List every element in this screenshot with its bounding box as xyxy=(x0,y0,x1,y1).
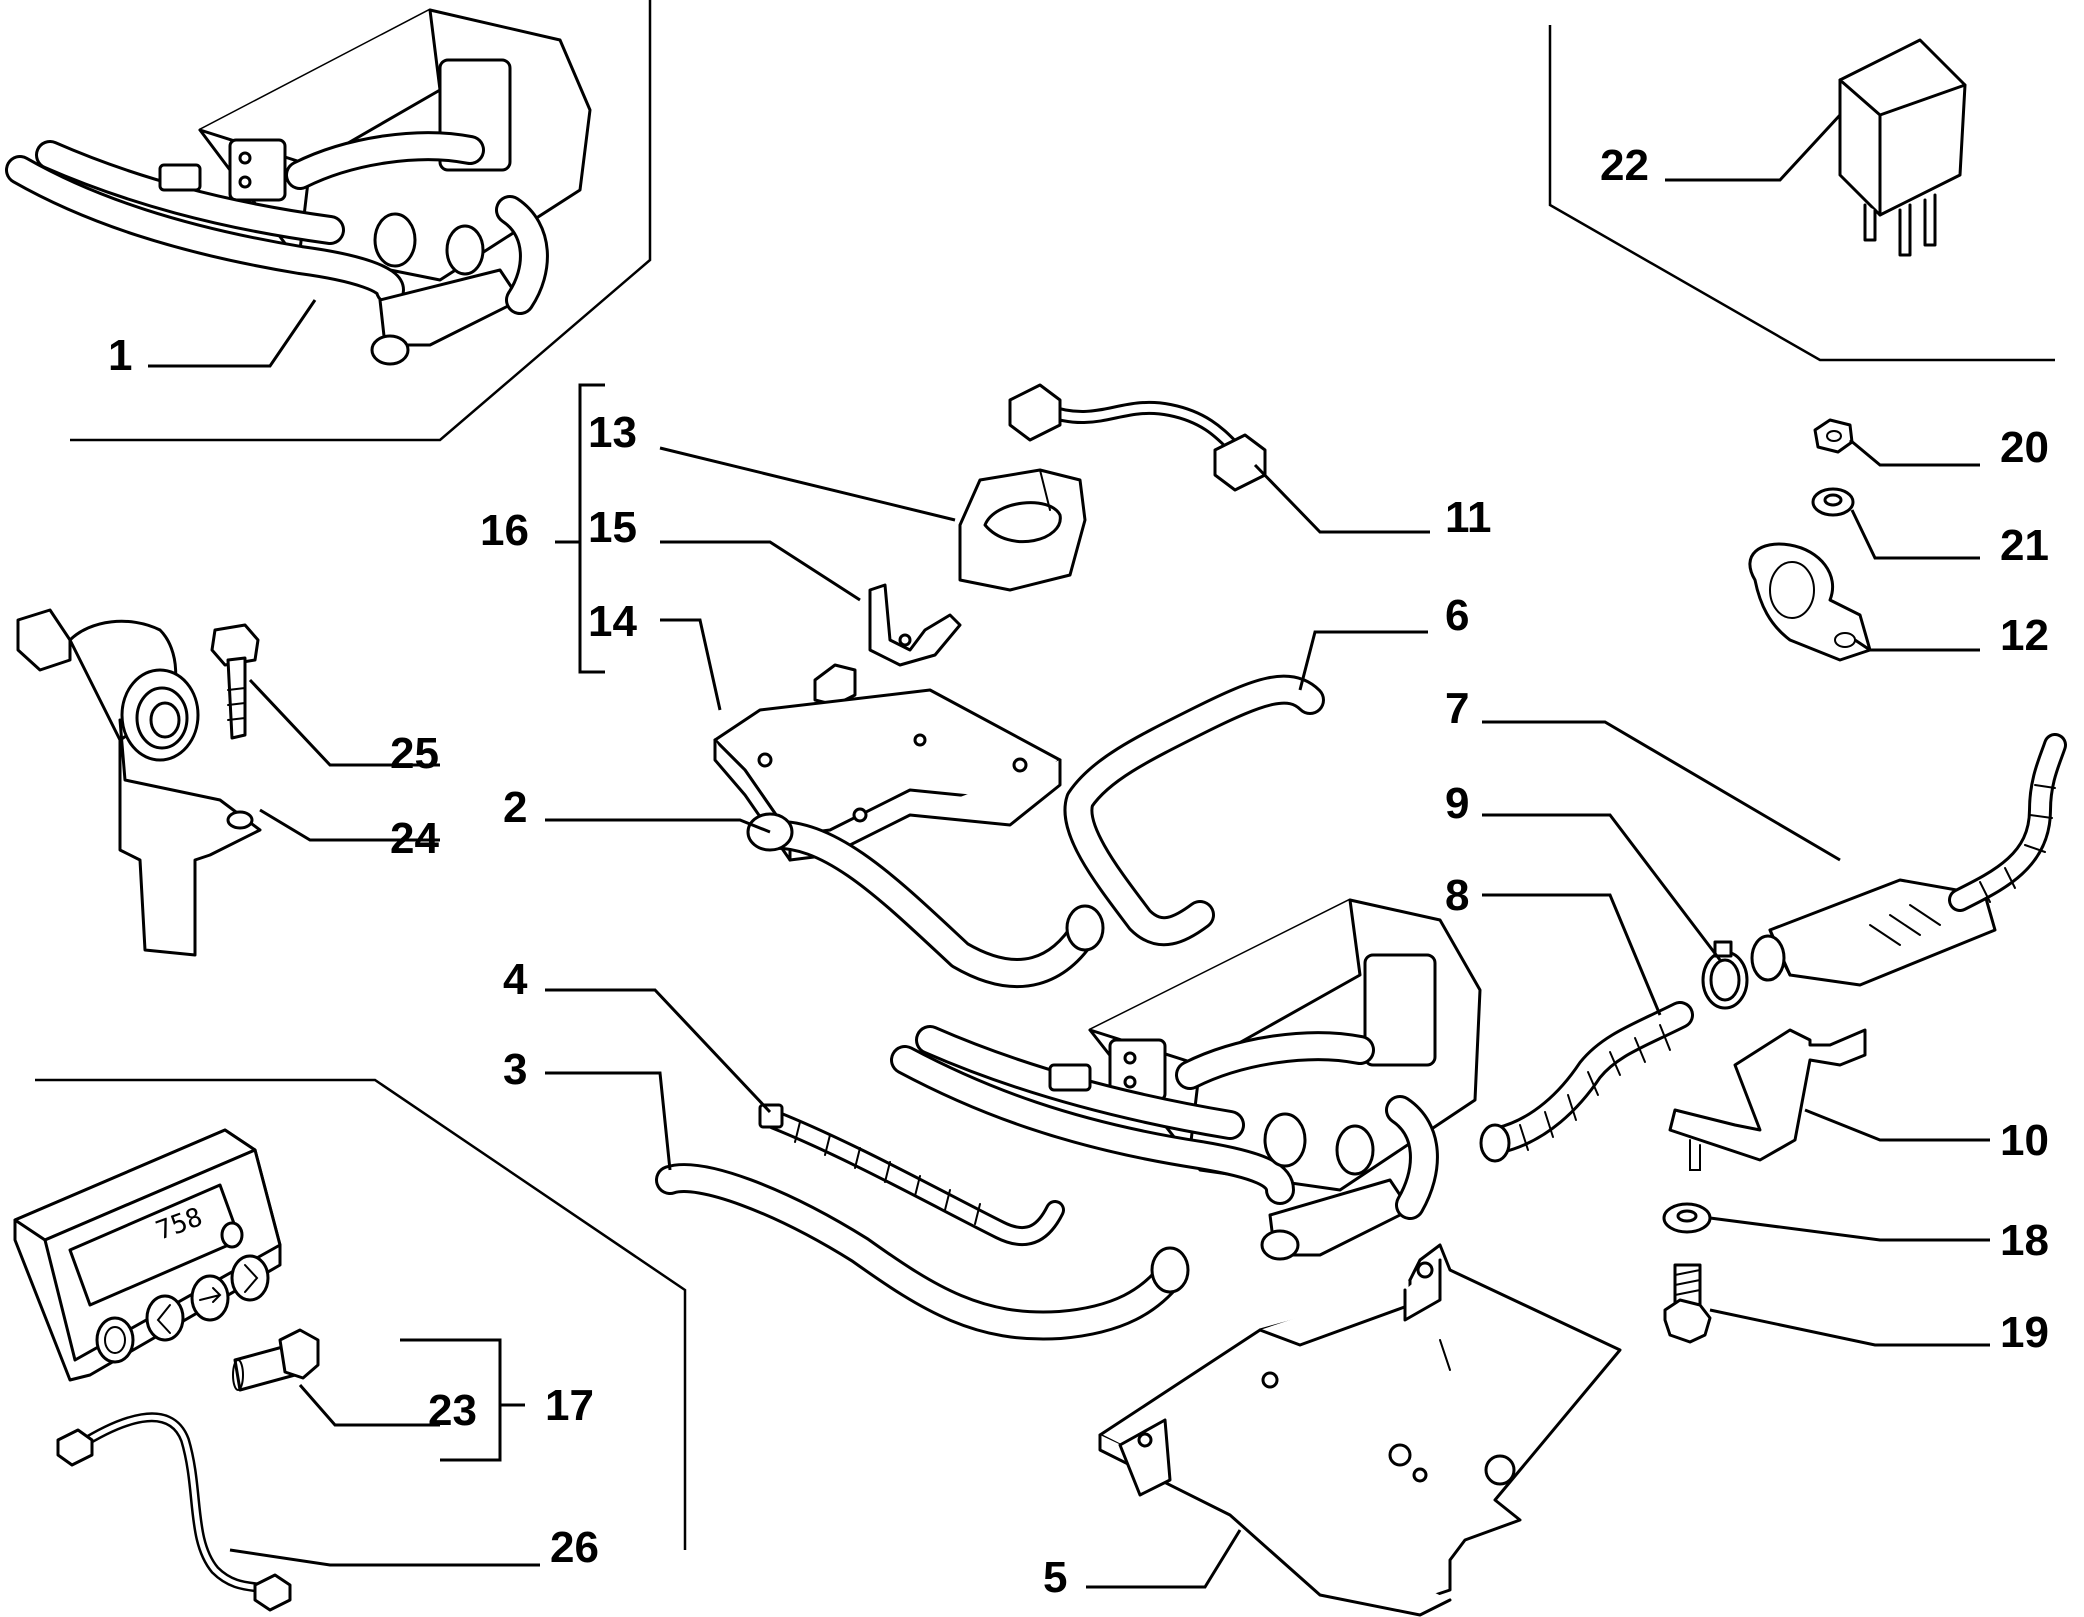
hose-3 xyxy=(655,1163,1190,1341)
callout-7: 7 xyxy=(1445,684,1469,733)
callout-26: 26 xyxy=(550,1523,599,1572)
callout-23: 23 xyxy=(428,1386,477,1435)
pipe-clamp xyxy=(1748,542,1872,662)
clamp-block xyxy=(958,468,1087,592)
cable-4 xyxy=(758,1103,1065,1246)
callout-11: 11 xyxy=(1445,493,1492,542)
bolt-19 xyxy=(1663,1263,1712,1344)
wire-harness xyxy=(1008,383,1267,492)
callout-1: 1 xyxy=(108,331,132,380)
callout-16: 16 xyxy=(480,506,529,555)
base-tray xyxy=(1098,1243,1622,1617)
callout-3: 3 xyxy=(503,1045,527,1094)
relay xyxy=(1838,38,1967,257)
callout-4: 4 xyxy=(503,955,528,1004)
callout-6: 6 xyxy=(1445,591,1469,640)
callout-17: 17 xyxy=(545,1381,594,1430)
callout-9: 9 xyxy=(1445,779,1469,828)
bolt-25 xyxy=(210,623,260,740)
hose-u xyxy=(1063,674,1325,947)
nut xyxy=(1813,418,1854,454)
grommet xyxy=(813,663,857,707)
callout-14: 14 xyxy=(588,597,637,646)
callout-20: 20 xyxy=(2000,423,2049,472)
frame-lines xyxy=(35,0,2055,1550)
hose-clamp xyxy=(1701,940,1749,1010)
callout-24: 24 xyxy=(390,814,439,863)
washer xyxy=(1811,487,1855,517)
cable-26 xyxy=(56,1412,292,1612)
flex-exhaust-hose xyxy=(1479,1001,1694,1163)
callout-10: 10 xyxy=(2000,1116,2049,1165)
control-panel xyxy=(13,1128,282,1382)
sensor-bracket xyxy=(16,608,262,957)
callout-8: 8 xyxy=(1445,871,1469,920)
bolt-23 xyxy=(232,1328,320,1392)
callout-18: 18 xyxy=(2000,1216,2049,1265)
leader-lines xyxy=(148,113,1990,1589)
washer-18 xyxy=(1662,1202,1712,1234)
heater-unit xyxy=(890,898,1482,1261)
callout-19: 19 xyxy=(2000,1308,2049,1357)
callout-numbers: 1 2 3 4 5 6 7 8 9 10 11 12 13 14 15 16 1… xyxy=(108,141,2049,1602)
callout-12: 12 xyxy=(2000,611,2049,660)
hose-2 xyxy=(746,812,1105,988)
bracket-clip xyxy=(868,583,962,667)
heater-unit-inset xyxy=(5,8,592,366)
callout-5: 5 xyxy=(1043,1553,1067,1602)
callout-25: 25 xyxy=(390,729,439,778)
silencer-bracket xyxy=(1668,1028,1867,1171)
callout-21: 21 xyxy=(2000,521,2049,570)
callout-2: 2 xyxy=(503,783,527,832)
callout-15: 15 xyxy=(588,503,637,552)
exhaust-silencer xyxy=(1750,733,2067,987)
callout-13: 13 xyxy=(588,408,637,457)
callout-22: 22 xyxy=(1600,141,1649,190)
